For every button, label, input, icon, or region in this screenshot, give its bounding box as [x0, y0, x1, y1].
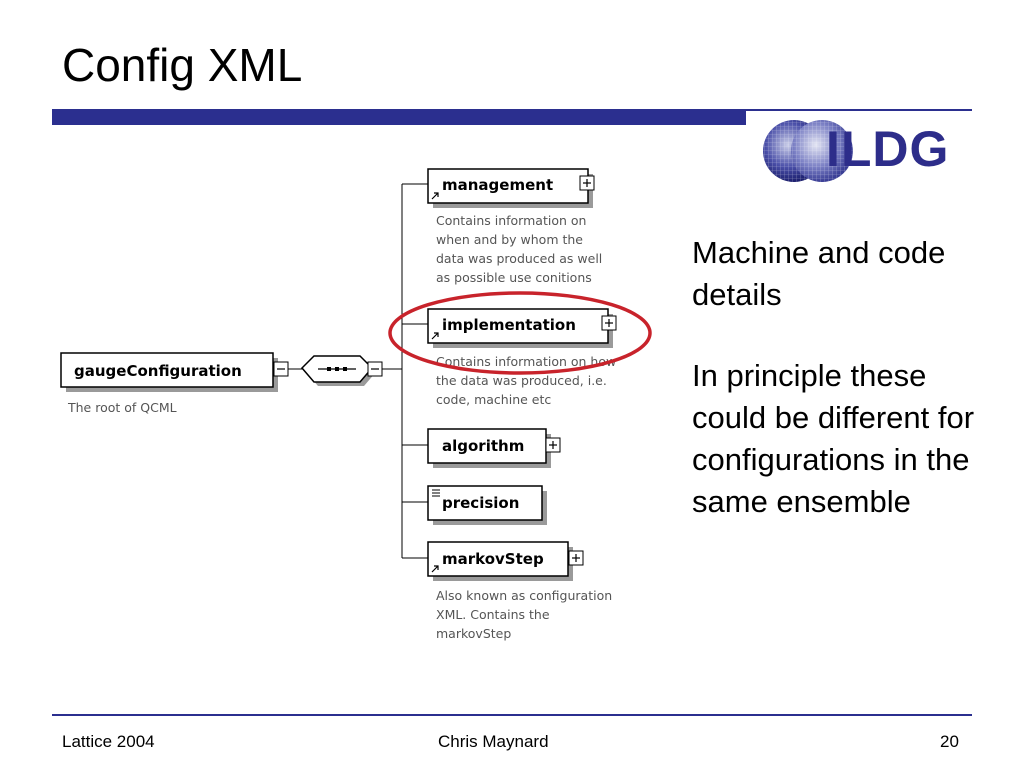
child-desc-implementation-1: Contains information on how [436, 354, 616, 369]
child-desc-management-1: Contains information on [436, 213, 586, 228]
child-node-precision: precision [427, 485, 547, 525]
child-node-markovstep: markovStep [427, 541, 584, 581]
root-node: gaugeConfiguration [60, 352, 289, 392]
child-desc-implementation-3: code, machine etc [436, 392, 551, 407]
child-node-management: management [427, 168, 595, 208]
title-bar [52, 111, 746, 125]
footer-conference: Lattice 2004 [62, 732, 155, 751]
child-desc-markovstep-2: XML. Contains the [436, 607, 550, 622]
child-desc-management-2: when and by whom the [436, 232, 583, 247]
highlight-ellipse [388, 291, 652, 375]
child-label-algorithm: algorithm [442, 437, 524, 455]
child-desc-management-4: as possible use conitions [436, 270, 592, 285]
sequence-compositor [300, 355, 383, 386]
child-desc-implementation-2: the data was produced, i.e. [436, 373, 607, 388]
slide-title: Config XML [62, 39, 303, 91]
child-desc-management-3: data was produced as well [436, 251, 602, 266]
child-node-algorithm: algorithm [427, 428, 561, 468]
child-node-implementation: implementation [427, 308, 617, 348]
side-paragraph-1: Machine and code details [692, 235, 946, 312]
root-label: gaugeConfiguration [74, 362, 242, 380]
footer-page-number: 20 [940, 732, 959, 751]
child-label-precision: precision [442, 494, 519, 512]
logo-text: ILDG [826, 121, 950, 177]
side-paragraph-2: In principle these could be different fo… [692, 358, 975, 519]
ildg-logo [763, 120, 853, 182]
child-desc-markovstep-1: Also known as configuration [436, 588, 612, 603]
child-label-management: management [442, 176, 553, 194]
title-rule [52, 109, 972, 111]
child-label-markovstep: markovStep [442, 550, 544, 568]
child-label-implementation: implementation [442, 316, 576, 334]
child-desc-markovstep-3: markovStep [436, 626, 511, 641]
footer-rule [52, 714, 972, 716]
root-desc: The root of QCML [67, 400, 177, 415]
footer-author: Chris Maynard [438, 732, 549, 751]
